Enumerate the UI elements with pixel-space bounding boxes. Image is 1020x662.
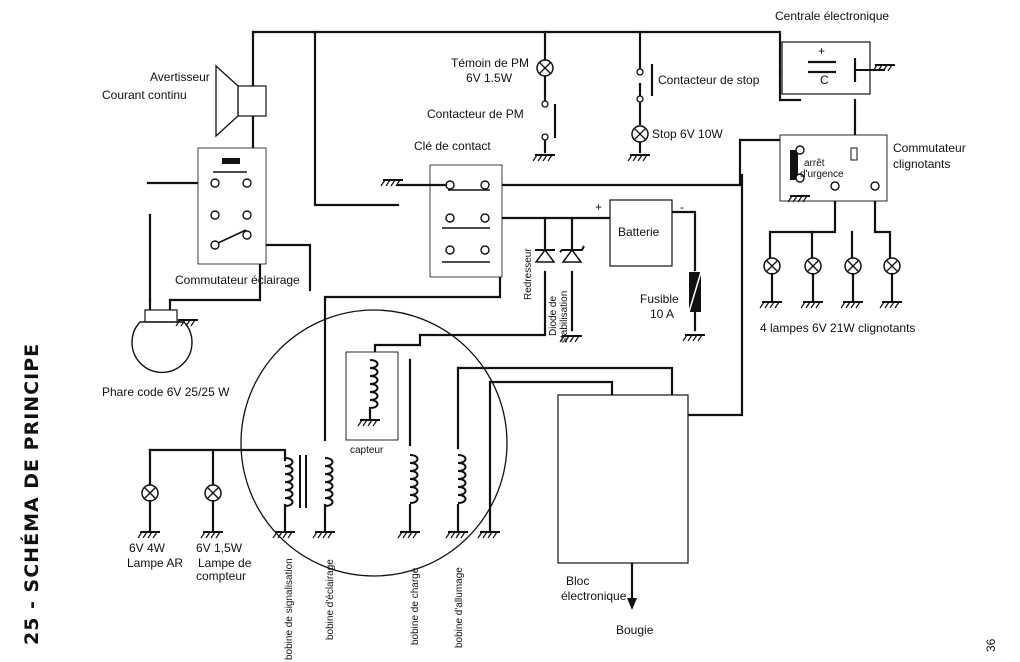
pm-indicator-label-1: Témoin de PM: [451, 56, 529, 70]
turn-lamp-icon: [763, 257, 781, 275]
headlight-label: Phare code 6V 25/25 W: [102, 385, 230, 399]
pm-indicator-label-2: 6V 1.5W: [466, 71, 513, 85]
counter-lamp-label-1: 6V 1,5W: [196, 541, 243, 555]
battery-minus: -: [680, 200, 684, 214]
hazard-switch: [787, 145, 880, 203]
charge-coil-label: bobine de charge: [410, 567, 421, 645]
flasher-unit-title: Centrale électronique: [775, 9, 889, 23]
turn-switch-label-2: clignotants: [893, 157, 950, 171]
zener-label-2: stabilisation: [559, 291, 570, 343]
headlight-symbol: [131, 309, 199, 374]
lighting-coil: [324, 457, 334, 507]
signal-coil: [284, 455, 307, 508]
charge-coil: [409, 454, 419, 504]
fuse-label-2: 10 A: [650, 307, 674, 321]
rectifier-label: Redresseur: [523, 248, 534, 300]
fuse-symbol: [688, 271, 702, 313]
turn-signal-lamps: [759, 257, 903, 309]
ignition-module-label-2: électronique: [561, 589, 627, 603]
turn-lamp-icon: [804, 257, 822, 275]
fuse-label-1: Fusible: [640, 292, 679, 306]
stator-circle: [240, 309, 508, 577]
spark-arrow-icon: [627, 598, 637, 610]
spark-plug-label: Bougie: [616, 623, 654, 637]
turn-lamp-icon: [844, 257, 862, 275]
signal-coil-label: bobine de signalisation: [284, 558, 295, 660]
ignition-coil-label: bobine d'allumage: [454, 567, 465, 648]
counter-lamp-label-2: Lampe de: [198, 556, 252, 570]
turn-lamp-icon: [883, 257, 901, 275]
lighting-switch-label: Commutateur éclairage: [175, 273, 300, 287]
zener-label-1: Diode de: [548, 296, 559, 336]
ignition-coil: [457, 454, 467, 504]
stop-switch-symbol: [636, 64, 654, 103]
flasher-plus: +: [818, 44, 825, 58]
rectifier-diode: [534, 248, 556, 263]
flasher-capacitor: [808, 58, 885, 82]
pm-switch-label: Contacteur de PM: [427, 107, 524, 121]
rear-lamp-icon: [141, 484, 159, 502]
counter-lamp-icon: [204, 484, 222, 502]
pickup-label: capteur: [350, 445, 384, 456]
pickup-box: [345, 351, 399, 441]
rear-lamp-label-1: 6V 4W: [129, 541, 166, 555]
side-title: 25 - SCHÉMA DE PRINCIPE: [20, 343, 43, 645]
page-number: 36: [984, 638, 998, 652]
rear-lamp-label-2: Lampe AR: [127, 556, 183, 570]
lighting-switch: [197, 147, 267, 265]
key-switch-label: Clé de contact: [414, 139, 491, 153]
horn-label-line1: Avertisseur: [150, 70, 210, 84]
counter-lamp-label-3: compteur: [196, 569, 246, 583]
horn-label-line2: Courant continu: [102, 88, 187, 102]
turn-switch-label-1: Commutateur: [893, 141, 966, 155]
battery-plus: +: [595, 200, 602, 214]
ignition-module-box: [557, 394, 689, 564]
battery-box: [609, 199, 673, 267]
hazard-label-1: arrêt: [804, 158, 825, 169]
zener-diode: [559, 245, 585, 263]
hazard-label-2: d'urgence: [800, 169, 844, 180]
pm-indicator-lamp-icon: [536, 59, 554, 77]
pm-switch-symbol: [532, 100, 557, 162]
ignition-key-switch: [429, 164, 503, 278]
stop-lamp-label: Stop 6V 10W: [652, 127, 723, 141]
stop-switch-label: Contacteur de stop: [658, 73, 760, 87]
horn-symbol: [215, 64, 267, 138]
ignition-module-label-1: Bloc: [566, 574, 589, 588]
stop-lamp-icon: [631, 125, 649, 143]
lighting-coil-label: bobine d'éclairage: [325, 559, 336, 640]
turn-lamps-label: 4 lampes 6V 21W clignotants: [760, 321, 915, 335]
flasher-c: C: [820, 73, 829, 87]
battery-label: Batterie: [618, 225, 660, 239]
